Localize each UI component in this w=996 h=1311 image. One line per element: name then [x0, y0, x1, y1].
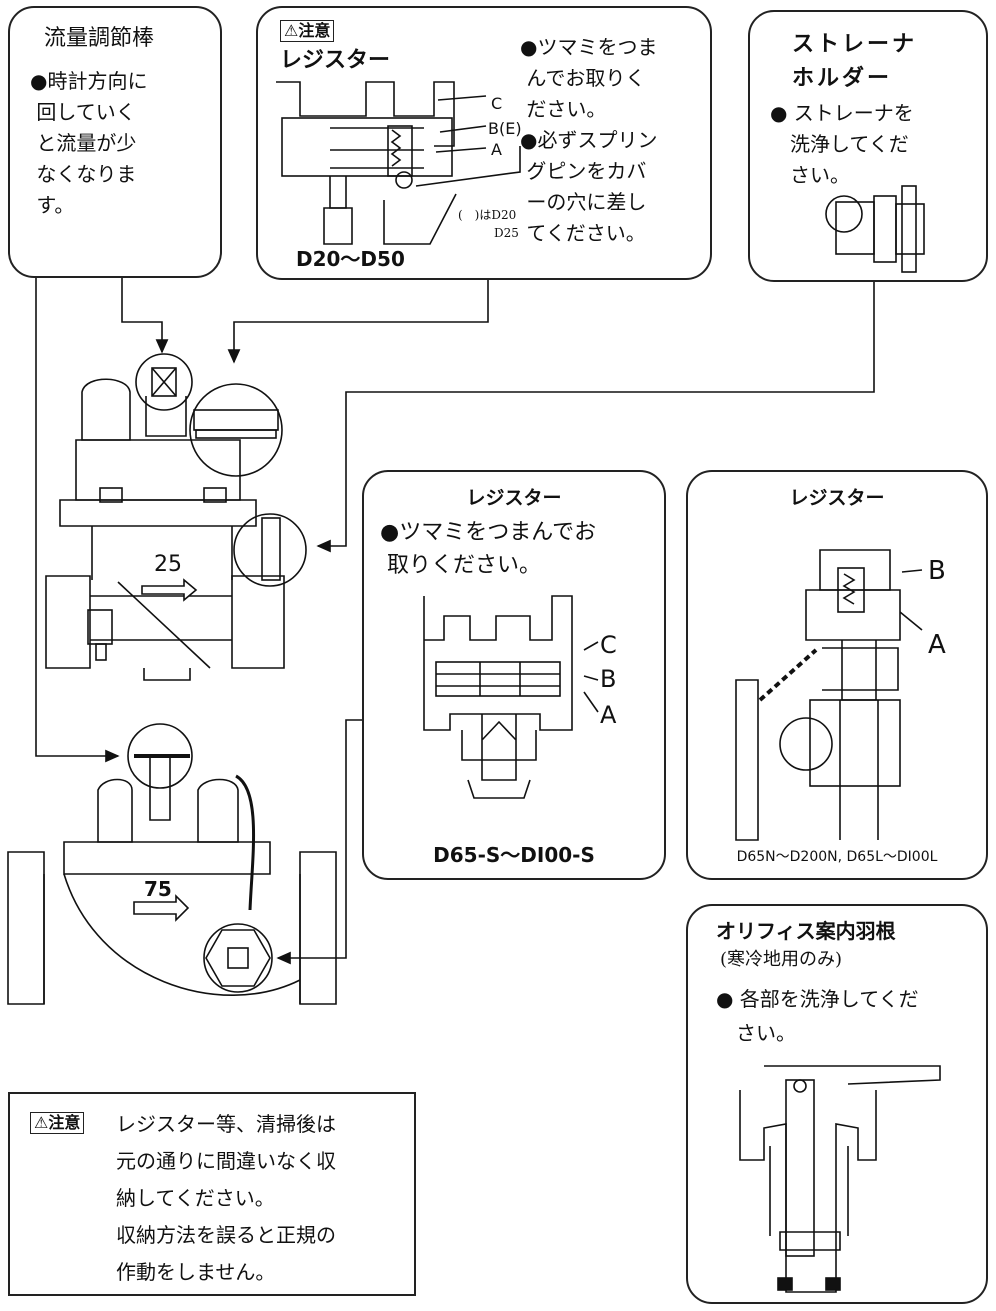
register-small-label-a: A [491, 140, 502, 159]
register-small-panel [256, 6, 712, 280]
upper-valve-size-label: 25 [154, 552, 182, 577]
register-small-model: D20〜D50 [296, 247, 405, 271]
register-small-title: レジスター [280, 48, 391, 73]
connector-register-mid [276, 719, 362, 965]
flow-rod-body: ●時計方向に 回していく と流量が少 なくなりま す。 [30, 69, 148, 217]
orifice-body: ● 各部を洗浄してくだ さい。 [716, 987, 919, 1045]
strainer-title: ストレーナ ホルダー [792, 32, 918, 91]
bottom-caution-panel [8, 1092, 416, 1296]
register-small-caution-tag: ⚠注意 [280, 20, 335, 42]
register-small-paren-note: ( )はD20 D25 [458, 208, 519, 240]
register-small-label-be: B(E) [488, 119, 522, 138]
connector-flow-rod-lower [35, 278, 120, 763]
flow-rod-title: 流量調節棒 [44, 26, 155, 51]
register-right-label-b: B [928, 556, 946, 586]
register-small-label-c: C [491, 94, 503, 113]
register-mid-label-b: B [600, 665, 617, 693]
bottom-caution-tag: ⚠注意 [30, 1112, 85, 1134]
orifice-title: オリフィス案内羽根 [716, 919, 896, 943]
register-mid-panel [362, 470, 666, 880]
strainer-body: ● ストレーナを 洗浄してくだ さい。 [770, 101, 914, 187]
orifice-subtitle: (寒冷地用のみ) [720, 949, 843, 970]
register-right-title: レジスター [789, 487, 885, 509]
orifice-drawing [739, 1065, 941, 1293]
connector-flow-rod-upper [121, 278, 169, 354]
register-right-label-a: A [928, 630, 946, 660]
register-small-note: ●ツマミをつま んでお取りく ださい。 ●必ずスプリン グピンをカバ ーの穴に差… [520, 35, 658, 245]
register-mid-drawing [423, 595, 599, 799]
register-mid-label-c: C [600, 631, 617, 659]
register-small-drawing [276, 81, 521, 245]
connector-register-small [227, 280, 489, 364]
connector-strainer [316, 282, 875, 553]
register-right-drawing [735, 549, 923, 841]
register-right-model: D65N〜D200N, D65L〜DI00L [736, 849, 938, 865]
strainer-panel [748, 10, 988, 282]
register-mid-label-a: A [600, 701, 617, 729]
register-mid-body: ●ツマミをつまんでお 取りください。 [380, 520, 597, 578]
orifice-panel [686, 904, 988, 1304]
strainer-drawing [825, 185, 925, 273]
register-mid-model: D65-S〜DI00-S [433, 843, 595, 867]
flow-rod-panel [8, 6, 222, 278]
bottom-caution-body: レジスター等、清掃後は 元の通りに間違いなく収 納してください。 収納方法を誤る… [116, 1112, 336, 1284]
upper-valve-drawing [45, 353, 307, 681]
lower-valve-size-label: 75 [144, 877, 172, 901]
register-mid-title: レジスター [466, 487, 562, 509]
lower-valve-drawing [7, 723, 337, 1005]
